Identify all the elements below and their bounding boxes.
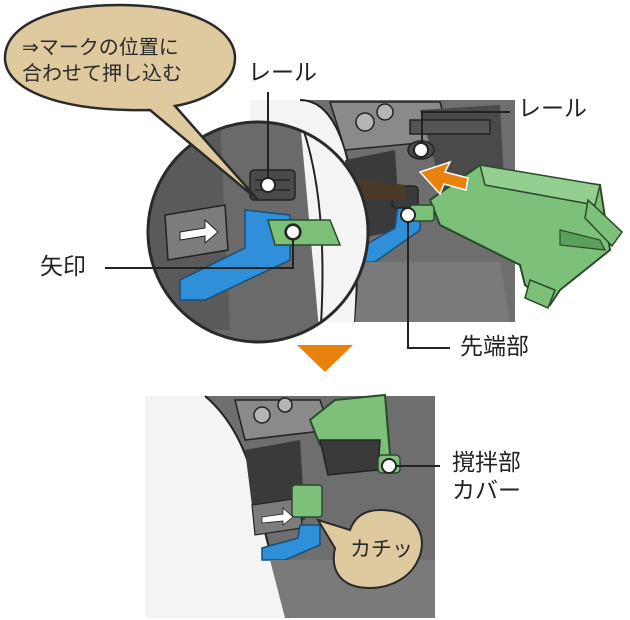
step-down-arrow xyxy=(297,345,353,372)
instruction-text-line2: 合わせて押し込む xyxy=(22,61,182,85)
instruction-text-line1: ⇒マークの位置に xyxy=(22,35,179,59)
stirrer-cover-label-line1: 撹拌部 xyxy=(452,450,521,476)
arrow-mark-leader xyxy=(105,232,294,269)
tip-part-label: 先端部 xyxy=(460,334,529,360)
arrow-mark-label: 矢印 xyxy=(40,254,86,280)
stirrer-cover-label-line2: カバー xyxy=(452,478,521,504)
click-sound-text: カチッ xyxy=(350,537,413,561)
push-direction-arrow xyxy=(418,160,469,196)
rail-zoom-label: レール xyxy=(248,60,317,86)
instruction-bubble-shape xyxy=(3,3,259,201)
arrow-mark-symbol xyxy=(179,218,219,245)
rail-main-leader xyxy=(421,111,510,150)
stirrer-cover-part xyxy=(409,163,623,309)
click-bubble-shape xyxy=(315,508,423,590)
rail-main-label: レール xyxy=(518,96,587,122)
tip-part-leader xyxy=(407,215,450,349)
